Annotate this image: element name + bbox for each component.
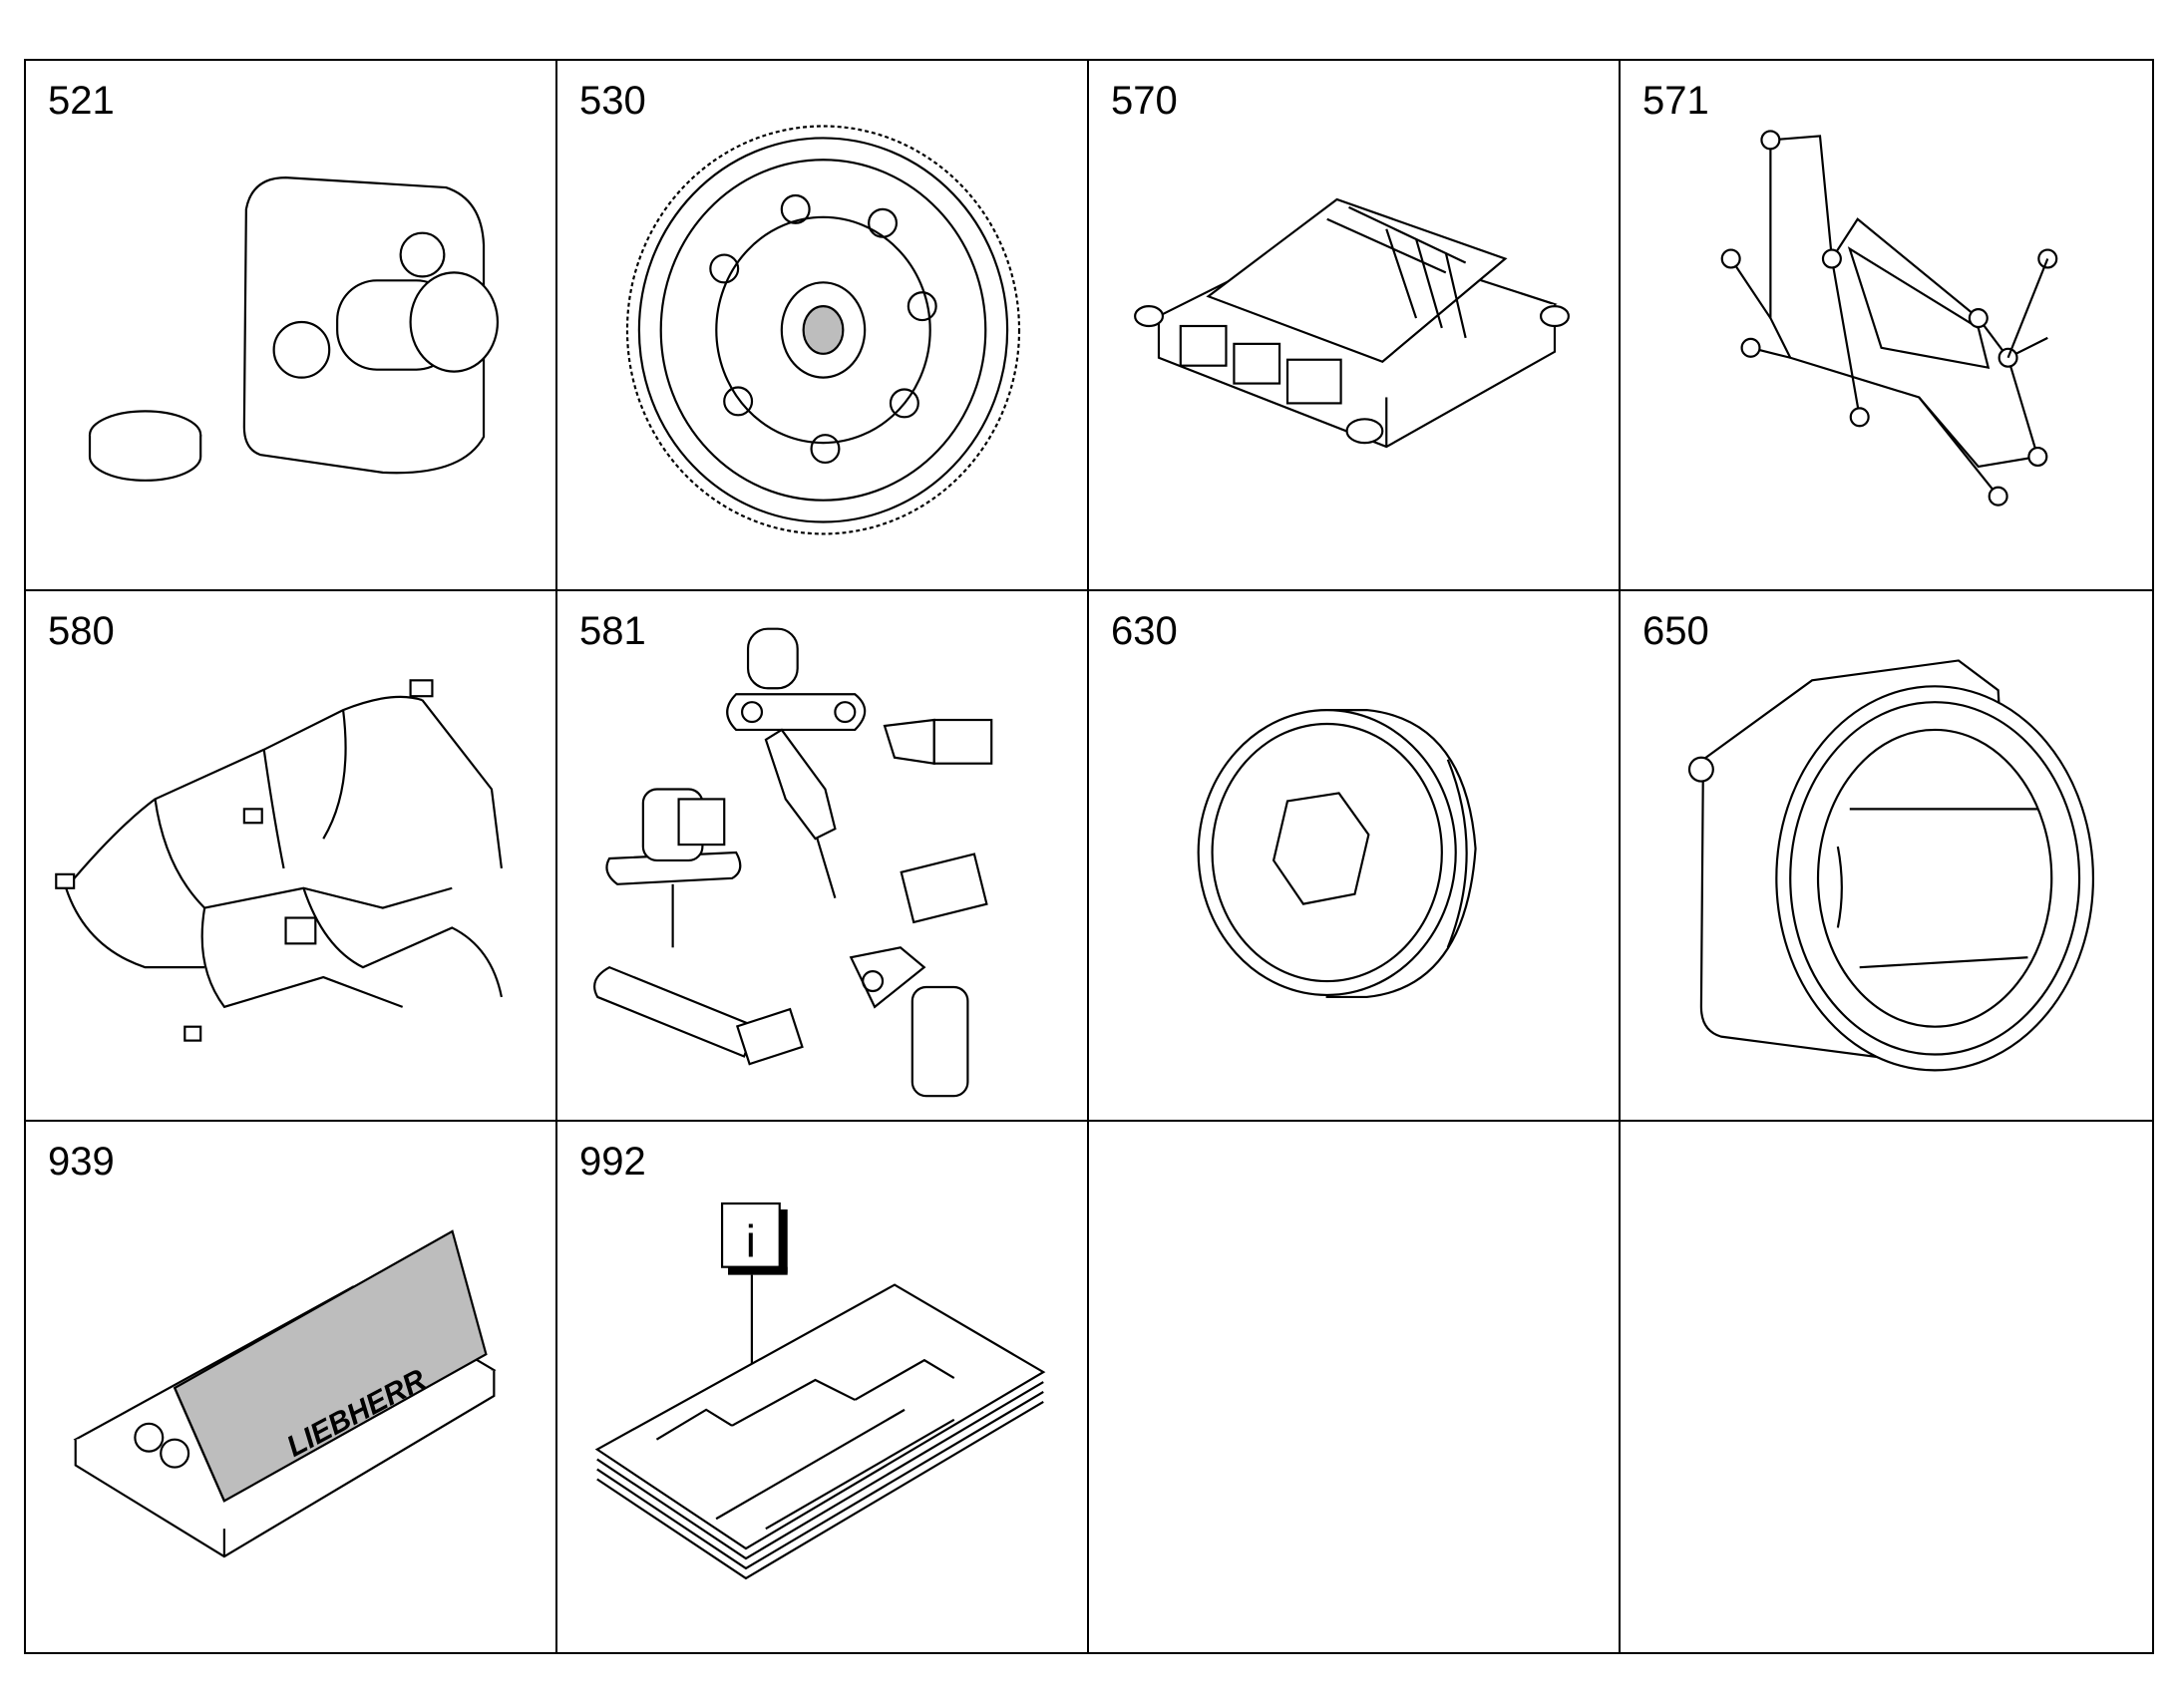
part-number: 650 <box>1642 609 1709 653</box>
part-cell-521[interactable]: 521 <box>26 61 557 591</box>
empty-cell <box>1089 1122 1621 1652</box>
part-cell-580[interactable]: 580 <box>26 591 557 1122</box>
part-cell-992[interactable]: 992 i <box>557 1122 1089 1652</box>
part-cell-571[interactable]: 571 <box>1621 61 2152 591</box>
sensor-set-icon <box>593 627 993 1098</box>
part-cell-630[interactable]: 630 <box>1089 591 1621 1122</box>
parts-box-icon: LIEBHERR <box>73 1229 497 1558</box>
part-number: 571 <box>1642 79 1709 123</box>
part-cell-650[interactable]: 650 <box>1621 591 2152 1122</box>
empty-cell <box>1621 1122 2152 1652</box>
mounting-bracket-icon <box>1720 130 2058 507</box>
wiring-harness-icon <box>55 679 503 1042</box>
parts-grid: 521 530 570 <box>24 59 2154 1654</box>
part-number: 630 <box>1111 609 1178 653</box>
control-unit-icon <box>1134 197 1570 449</box>
info-symbol: i <box>746 1216 756 1267</box>
part-number: 581 <box>579 609 646 653</box>
part-cell-581[interactable]: 581 <box>557 591 1089 1122</box>
part-number: 992 <box>579 1140 646 1184</box>
screw-plug-icon <box>1197 709 1477 999</box>
part-cell-939[interactable]: 939 LIEBHERR <box>26 1122 557 1652</box>
part-number: 570 <box>1111 79 1178 123</box>
part-number: 530 <box>579 79 646 123</box>
part-cell-570[interactable]: 570 <box>1089 61 1621 591</box>
flywheel-icon <box>625 125 1021 535</box>
part-cell-530[interactable]: 530 <box>557 61 1089 591</box>
documentation-icon: i <box>594 1201 1046 1580</box>
part-number: 580 <box>48 609 115 653</box>
part-number: 521 <box>48 79 115 123</box>
housing-icon <box>1687 659 2095 1072</box>
sealing-plug-icon <box>88 176 500 482</box>
part-number: 939 <box>48 1140 115 1184</box>
